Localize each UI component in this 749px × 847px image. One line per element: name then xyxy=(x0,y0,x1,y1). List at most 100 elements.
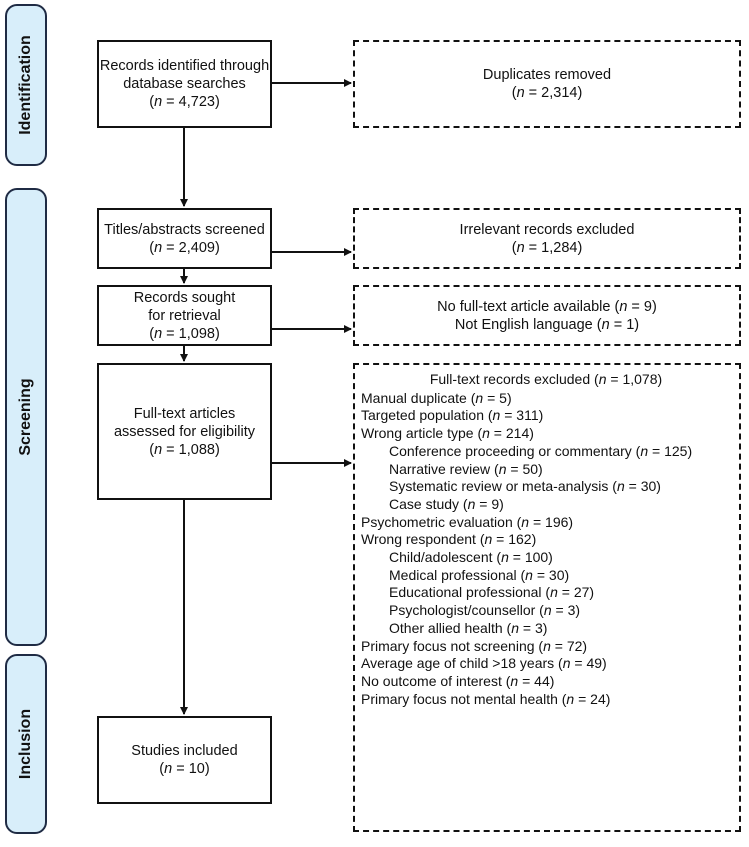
reason-text: Average age of child >18 years ( xyxy=(361,655,563,672)
n-symbol: n xyxy=(616,478,625,495)
n-symbol: n xyxy=(154,239,163,256)
n-symbol: n xyxy=(601,316,610,333)
reason-text: No outcome of interest ( xyxy=(361,672,511,689)
n-symbol: n xyxy=(550,584,558,601)
n-symbol: n xyxy=(510,672,519,689)
count-value: = 49) xyxy=(570,655,607,672)
box-text-line: Titles/abstracts screened xyxy=(104,221,265,238)
count-value: = 311) xyxy=(500,407,544,424)
exclusion-subreason: Narrative review (n = 50) xyxy=(361,461,731,479)
full-text-assessed-box: Full-text articles assessed for eligibil… xyxy=(97,363,272,500)
n-symbol: n xyxy=(484,531,493,548)
count-value: = 5) xyxy=(483,389,512,406)
box-text-line: assessed for eligibility xyxy=(113,423,256,440)
phase-inclusion-label: Inclusion xyxy=(17,708,34,780)
n-symbol: n xyxy=(598,371,607,387)
reason-text: Manual duplicate ( xyxy=(361,389,476,406)
exclusion-reason: Targeted population (n = 311) xyxy=(361,407,731,425)
box-count: (n = 4,723) xyxy=(149,94,220,110)
exclusion-subreason: Systematic review or meta-analysis (n = … xyxy=(361,478,731,496)
phase-identification-label: Identification xyxy=(17,35,34,135)
n-symbol: n xyxy=(566,690,575,707)
reason-text: Educational professional ( xyxy=(389,584,551,601)
reason-text: Systematic review or meta-analysis ( xyxy=(389,478,617,495)
exclusion-reason: Manual duplicate (n = 5) xyxy=(361,390,731,408)
box-text-line: for retrieval xyxy=(148,307,221,324)
duplicates-removed-box: Duplicates removed (n = 2,314) xyxy=(353,40,741,128)
reason-text: Case study ( xyxy=(389,495,468,512)
reason-text: Medical professional ( xyxy=(389,566,526,583)
n-symbol: n xyxy=(525,566,533,583)
count-value: = 196) xyxy=(529,513,574,530)
box-text-line: Duplicates removed xyxy=(482,67,612,83)
exclusion-subreason: Conference proceeding or commentary (n =… xyxy=(361,443,731,461)
count-value: = 1,088) xyxy=(162,441,220,458)
box-text-line: Records identified through xyxy=(99,58,270,74)
n-symbol: n xyxy=(516,85,525,101)
count-value: = 2,409) xyxy=(162,239,220,256)
not-retrieved-line: Not English language (n = 1) xyxy=(455,316,639,334)
reason-text: Not English language ( xyxy=(454,316,602,333)
reason-text: Wrong article type ( xyxy=(361,425,483,442)
exclusion-reason: No outcome of interest (n = 44) xyxy=(361,673,731,691)
reason-text: Primary focus not screening ( xyxy=(361,637,544,654)
exclusion-subreason: Other allied health (n = 3) xyxy=(361,620,731,638)
not-retrieved-line: No full-text article available (n = 9) xyxy=(437,298,657,316)
n-symbol: n xyxy=(619,298,628,315)
count-value: = 10) xyxy=(172,761,210,777)
reason-text: Wrong respondent ( xyxy=(361,531,485,548)
n-symbol: n xyxy=(543,602,552,619)
n-symbol: n xyxy=(492,407,501,424)
irrelevant-excluded-box: Irrelevant records excluded (n = 1,284) xyxy=(353,208,741,269)
exclusion-subreason: Case study (n = 9) xyxy=(361,496,731,514)
n-symbol: n xyxy=(498,460,507,477)
box-count: (n = 10) xyxy=(159,761,210,777)
full-text-excluded-heading: Full-text records excluded (n = 1,078) xyxy=(361,371,731,389)
count-value: = 1,098) xyxy=(162,325,220,342)
count-value: = 2,314) xyxy=(524,85,583,101)
count-value: = 27) xyxy=(557,584,595,601)
box-text-line: Records sought xyxy=(133,289,236,306)
records-identified-box: Records identified through database sear… xyxy=(97,40,272,128)
exclusion-subreason: Psychologist/counsellor (n = 3) xyxy=(361,602,731,620)
n-symbol: n xyxy=(521,513,530,530)
count-value: = 3) xyxy=(551,602,581,619)
exclusion-reason: Primary focus not mental health (n = 24) xyxy=(361,691,731,709)
count-value: = 24) xyxy=(574,690,611,707)
exclusion-reasons-list: Manual duplicate (n = 5)Targeted populat… xyxy=(361,390,731,709)
count-value: = 1,078) xyxy=(606,371,663,387)
count-value: = 4,723) xyxy=(162,94,220,110)
exclusion-reason: Wrong article type (n = 214) xyxy=(361,425,731,443)
reason-text: Narrative review ( xyxy=(389,460,499,477)
count-value: = 100) xyxy=(508,549,553,566)
phase-identification: Identification xyxy=(5,4,47,166)
box-text-line: Irrelevant records excluded xyxy=(459,221,635,238)
count-value: = 162) xyxy=(492,531,537,548)
titles-abstracts-screened-box: Titles/abstracts screened (n = 2,409) xyxy=(97,208,272,269)
n-symbol: n xyxy=(511,619,519,636)
n-symbol: n xyxy=(640,442,649,459)
n-symbol: n xyxy=(475,389,484,406)
count-value: = 1) xyxy=(609,316,640,333)
box-count: (n = 2,314) xyxy=(511,85,583,101)
count-value: = 30) xyxy=(532,566,570,583)
n-symbol: n xyxy=(154,94,163,110)
n-symbol: n xyxy=(482,425,490,442)
exclusion-reason: Average age of child >18 years (n = 49) xyxy=(361,655,731,673)
count-value: = 50) xyxy=(506,460,543,477)
box-count: (n = 1,088) xyxy=(149,441,220,458)
reason-text: Other allied health ( xyxy=(389,619,512,636)
reason-text: No full-text article available ( xyxy=(437,298,620,315)
count-value: = 44) xyxy=(518,672,555,689)
box-count: (n = 1,284) xyxy=(511,239,583,256)
n-symbol: n xyxy=(164,761,173,777)
count-value: = 9) xyxy=(627,298,657,315)
box-text-line: Full-text articles xyxy=(133,405,236,422)
reason-text: Targeted population ( xyxy=(361,407,493,424)
box-text-line: database searches xyxy=(123,76,246,92)
full-text-excluded-box: Full-text records excluded (n = 1,078) M… xyxy=(353,363,741,832)
not-retrieved-box: No full-text article available (n = 9) N… xyxy=(353,285,741,346)
box-text-line: Studies included xyxy=(131,743,238,759)
